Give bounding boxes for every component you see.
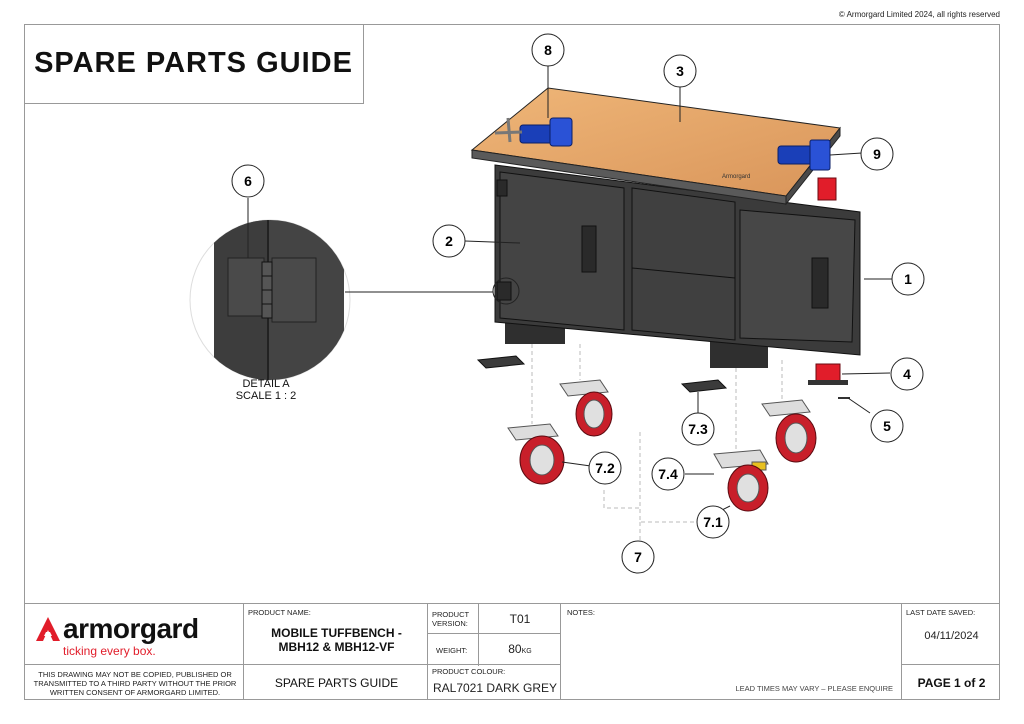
title-box: SPARE PARTS GUIDE	[24, 24, 364, 104]
page-title: SPARE PARTS GUIDE	[34, 47, 353, 79]
page-cell: PAGE 1 of 2	[901, 664, 1000, 700]
castors	[507, 379, 817, 512]
product-colour: RAL7021 DARK GREY	[432, 681, 558, 695]
disclaimer-cell: THIS DRAWING MAY NOT BE COPIED, PUBLISHE…	[24, 664, 244, 700]
callout-2: 2	[432, 224, 466, 258]
product-name: MOBILE TUFFBENCH - MBH12 & MBH12-VF	[244, 626, 429, 654]
floor-plates	[476, 355, 728, 393]
callouts: 1 2 3 4 5 6 7 7.1 7.2 7.3 7.4 8 9	[231, 33, 925, 574]
page-number: PAGE 1 of 2	[917, 676, 986, 690]
product-name-line2: MBH12 & MBH12-VF	[278, 640, 395, 654]
last-saved-label: LAST DATE SAVED:	[906, 608, 976, 617]
brand-name: armorgard	[63, 613, 199, 644]
product-colour-cell: PRODUCT COLOUR: RAL7021 DARK GREY	[427, 664, 561, 700]
weight: 80KG	[478, 642, 562, 656]
doc-type: SPARE PARTS GUIDE	[274, 676, 399, 690]
vice-bench-top	[494, 117, 573, 147]
svg-text:7.2: 7.2	[595, 460, 615, 476]
svg-text:7.4: 7.4	[658, 466, 678, 482]
svg-text:2: 2	[445, 233, 453, 249]
svg-text:8: 8	[544, 42, 552, 58]
product-version-label: PRODUCT VERSION:	[432, 610, 469, 628]
weight-label: WEIGHT:	[436, 646, 468, 655]
weight-unit: KG	[521, 648, 532, 655]
svg-text:9: 9	[873, 146, 881, 162]
svg-text:1: 1	[904, 271, 912, 287]
logo-cell: armorgard ticking every box.	[24, 603, 244, 665]
lead-times-note: LEAD TIMES MAY VARY – PLEASE ENQUIRE	[735, 684, 893, 693]
notes-cell: NOTES: LEAD TIMES MAY VARY – PLEASE ENQU…	[560, 603, 902, 700]
svg-text:3: 3	[676, 63, 684, 79]
callout-7-3: 7.3	[681, 412, 715, 446]
callout-9: 9	[860, 137, 894, 171]
last-saved-date: 04/11/2024	[924, 630, 979, 642]
callout-1: 1	[891, 262, 925, 296]
armorgard-logo-icon	[36, 617, 60, 641]
product-name-cell: PRODUCT NAME: MOBILE TUFFBENCH - MBH12 &…	[243, 603, 428, 665]
detail-title: DETAIL A	[242, 378, 290, 390]
svg-text:Armorgard: Armorgard	[722, 174, 750, 180]
workbench: Armorgard	[470, 87, 861, 368]
callout-6: 6	[231, 164, 265, 198]
product-version: T01	[509, 612, 531, 626]
svg-text:7.3: 7.3	[688, 421, 708, 437]
detail-a-view	[189, 198, 493, 381]
svg-text:6: 6	[244, 173, 252, 189]
last-saved-cell: LAST DATE SAVED: 04/11/2024	[901, 603, 1000, 665]
callout-4: 4	[890, 357, 924, 391]
copyright-notice: © Armorgard Limited 2024, all rights res…	[838, 10, 1000, 19]
construction-lines	[531, 344, 783, 540]
svg-text:4: 4	[903, 366, 911, 382]
weight-cell: WEIGHT: 80KG	[427, 633, 562, 666]
callout-7: 7	[621, 540, 655, 574]
doc-type-cell: SPARE PARTS GUIDE	[243, 664, 428, 700]
disclaimer-text: THIS DRAWING MAY NOT BE COPIED, PUBLISHE…	[33, 670, 237, 697]
detail-a-label: DETAIL A SCALE 1 : 2	[206, 378, 326, 402]
product-colour-label: PRODUCT COLOUR:	[432, 667, 506, 676]
notes-label: NOTES:	[567, 608, 595, 617]
weight-value: 80	[508, 642, 522, 656]
callout-7-2: 7.2	[588, 451, 622, 485]
callout-8: 8	[531, 33, 565, 67]
callout-5: 5	[870, 409, 904, 443]
product-name-label: PRODUCT NAME:	[248, 608, 311, 617]
svg-text:7.1: 7.1	[703, 514, 723, 530]
product-name-line1: MOBILE TUFFBENCH -	[271, 626, 402, 640]
svg-text:7: 7	[634, 549, 642, 565]
svg-text:5: 5	[883, 418, 891, 434]
product-version-cell: PRODUCT VERSION: T01	[427, 603, 561, 635]
red-bracket	[808, 363, 850, 399]
callout-7-1: 7.1	[696, 505, 730, 539]
brand-tagline: ticking every box.	[63, 644, 156, 658]
callout-7-4: 7.4	[651, 457, 685, 491]
callout-3: 3	[663, 54, 697, 88]
detail-scale: SCALE 1 : 2	[235, 390, 297, 402]
